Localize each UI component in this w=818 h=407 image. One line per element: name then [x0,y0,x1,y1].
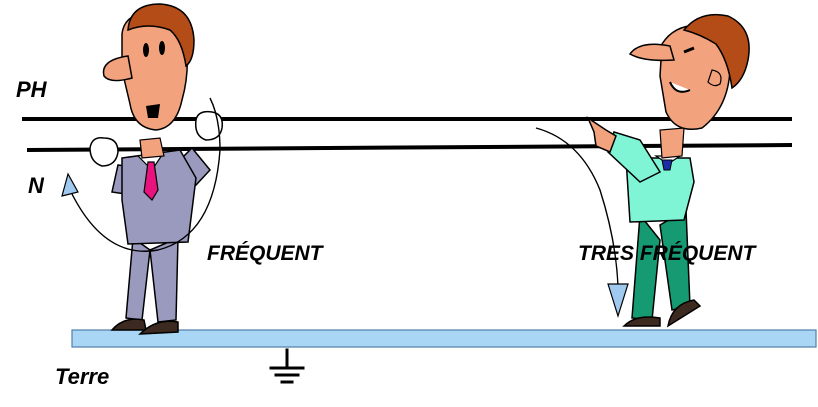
left-case-label: FRÉQUENT [207,242,323,265]
earth-ground-icon [269,348,305,384]
curved-arrow-icon [61,97,221,252]
phase-label: PH [16,77,47,102]
ground-plate [71,329,817,348]
curved-arrow-icon [535,127,629,319]
right-case-label: TRES FRÉQUENT [578,242,756,265]
man-phase-neutral-contact [89,3,224,335]
neutral-label: N [28,173,44,198]
man-phase-ground-contact [586,13,750,328]
ground-label: Terre [55,364,110,389]
